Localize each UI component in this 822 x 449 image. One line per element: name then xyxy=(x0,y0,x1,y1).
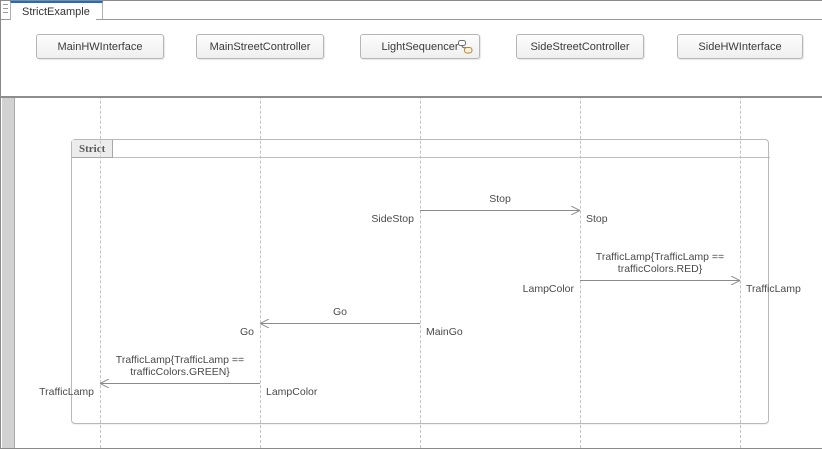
arrow-head-icon xyxy=(100,378,109,388)
tab-strict-example[interactable]: StrictExample xyxy=(10,1,103,20)
lifeline-head-sidehwinterface[interactable]: SideHWInterface xyxy=(677,34,803,59)
header-separator xyxy=(1,96,822,98)
fragment-operator-label: Strict xyxy=(72,140,114,158)
lifeline-name: MainHWInterface xyxy=(57,40,143,53)
lifeline-mainstreetcontroller xyxy=(260,98,261,448)
lifeline-head-sidestreetcontroller[interactable]: SideStreetController xyxy=(516,34,644,59)
message-label: Go xyxy=(332,306,347,318)
lifeline-sidestreetcontroller xyxy=(580,98,581,448)
lifeline-name: SideStreetController xyxy=(530,40,630,53)
state-machine-icon xyxy=(458,40,473,54)
message-source-label: LampColor xyxy=(266,386,318,398)
message-arrow[interactable] xyxy=(420,210,580,211)
tab-bar-filler xyxy=(96,19,822,20)
arrow-head-icon xyxy=(731,275,740,285)
message-target-label: TrafficLamp xyxy=(746,283,801,295)
message-label: TrafficLamp{TrafficLamp == trafficColors… xyxy=(115,354,245,378)
tab-bar: StrictExample xyxy=(1,1,822,20)
message-source-label: MainGo xyxy=(426,326,463,338)
lifeline-lightsequencer xyxy=(420,98,421,448)
lifeline-sidehwinterface xyxy=(740,98,741,448)
message-label: TrafficLamp{TrafficLamp == trafficColors… xyxy=(595,251,725,275)
lifeline-head-mainhwinterface[interactable]: MainHWInterface xyxy=(36,34,164,59)
tab-label: StrictExample xyxy=(22,5,90,18)
message-source-label: SideStop xyxy=(371,213,414,225)
combined-fragment-header xyxy=(72,140,770,158)
lifeline-head-lightsequencer[interactable]: LightSequencer xyxy=(360,34,480,59)
left-gutter xyxy=(2,98,15,448)
message-target-label: TrafficLamp xyxy=(39,386,94,398)
message-target-label: Go xyxy=(239,326,254,338)
lifeline-mainhwinterface xyxy=(100,98,101,448)
lifeline-head-mainstreetcontroller[interactable]: MainStreetController xyxy=(196,34,324,59)
tab-grip-icon xyxy=(3,4,8,17)
message-target-label: Stop xyxy=(586,213,608,225)
message-source-label: LampColor xyxy=(522,283,574,295)
message-arrow[interactable] xyxy=(100,383,260,384)
message-arrow[interactable] xyxy=(260,323,420,324)
lifeline-name: LightSequencer xyxy=(381,40,459,53)
message-label: Stop xyxy=(489,193,511,205)
arrow-head-icon xyxy=(571,205,580,215)
lifeline-name: SideHWInterface xyxy=(698,40,782,53)
message-arrow[interactable] xyxy=(580,280,740,281)
arrow-head-icon xyxy=(260,318,269,328)
lifeline-name: MainStreetController xyxy=(209,40,311,53)
